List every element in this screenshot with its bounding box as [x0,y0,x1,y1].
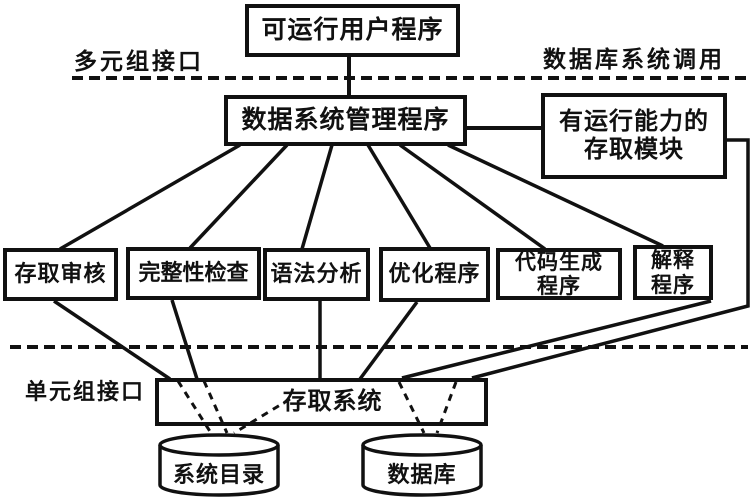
node-access-module-line2: 存取模块 [584,135,684,163]
cylinder-system-catalog [158,433,280,497]
edge-dbms-to-syntax [300,144,334,250]
node-code-generator: 代码生成 程序 [496,248,622,300]
dashed-access-to-catalog-1 [176,380,213,434]
node-interpreter: 解释 程序 [633,245,713,300]
node-code-generator-line1: 代码生成 [515,249,603,274]
edge-dbms-to-interpreter [447,143,664,248]
node-access-module: 有运行能力的 存取模块 [541,93,727,179]
edge-optimizer-to-access [358,300,419,381]
node-syntax-analysis: 语法分析 [263,248,370,301]
label-database: 数据库 [387,463,457,488]
dashed-access-to-catalog-2 [202,380,229,434]
label-multi-tuple-interface: 多元组接口 [74,49,204,75]
node-optimizer: 优化程序 [379,247,490,302]
node-integrity-check-label: 完整性检查 [138,260,249,286]
node-code-generator-line2: 程序 [537,274,581,298]
cylinder-database [361,433,483,497]
node-access-system-label: 存取系统 [282,387,383,416]
node-user-program: 可运行用户程序 [245,4,460,57]
edge-integrity-to-access [170,299,199,380]
node-integrity-check: 完整性检查 [126,247,261,300]
dashed-access-to-catalog-3 [233,397,291,435]
node-user-program-label: 可运行用户程序 [261,15,444,45]
node-optimizer-label: 优化程序 [388,261,481,287]
edge-dbms-to-optimizer [366,144,432,249]
label-single-tuple-interface: 单元组接口 [25,380,146,405]
dashed-access-to-database-2 [435,381,458,434]
node-dbms-manager: 数据系统管理程序 [224,95,467,146]
edge-dbms-to-integrity [188,143,289,250]
node-access-system: 存取系统 [155,378,488,426]
node-access-module-line1: 有运行能力的 [559,107,709,136]
node-access-audit-label: 存取审核 [14,261,107,287]
edge-dbms-to-codegen [398,143,547,251]
label-system-catalog: 系统目录 [172,463,265,488]
node-dbms-manager-label: 数据系统管理程序 [241,105,450,135]
dashed-access-to-database-1 [397,381,426,434]
label-db-system-call: 数据库系统调用 [543,47,725,73]
edge-audit-to-access [53,299,171,381]
node-access-audit: 存取审核 [3,248,118,301]
edge-module-to-access-system [471,138,750,380]
edge-dbms-to-audit [59,143,241,251]
node-interpreter-line1: 解释 [651,248,695,273]
node-syntax-analysis-label: 语法分析 [270,261,363,287]
node-interpreter-line2: 程序 [651,272,695,297]
edge-interpreter-to-access-system [401,299,712,380]
